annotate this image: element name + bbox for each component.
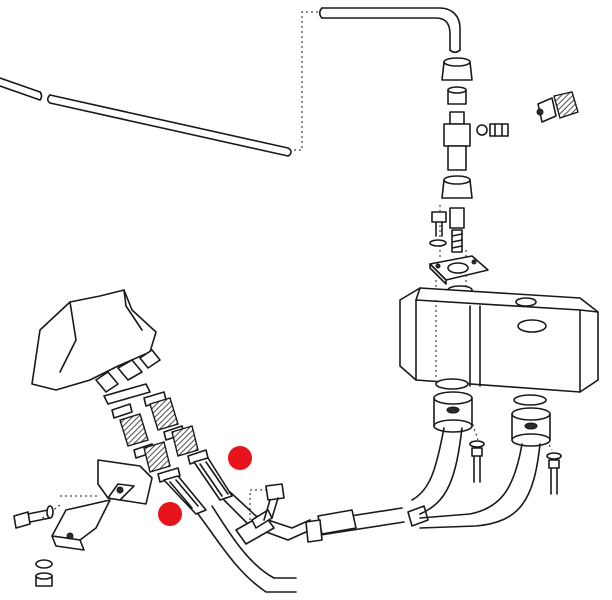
fuel-rail-pipes [197,491,311,593]
connecting-hose [305,507,405,543]
tank-outlet-pipes [407,427,541,529]
pump-flange [429,255,489,295]
pressure-sensor [536,91,579,123]
mounting-bracket [51,459,153,551]
mount-bolt-right [546,452,562,495]
tank-mount-left [433,378,473,433]
callout-marker-1[interactable] [228,446,252,470]
return-hose-upper [0,77,292,157]
callout-marker-2[interactable] [158,502,182,526]
tank-mount-right [511,394,551,447]
injector-assembly [103,383,233,515]
upper-fuel-hose [318,7,461,54]
side-bolt [476,123,509,137]
bracket-nut [35,559,53,587]
mount-bolt-left [469,440,485,483]
rail-bolt [263,483,285,521]
flange-screw [429,211,447,247]
engine-head [31,289,161,393]
bracket-screw [13,505,54,529]
fuel-tank [399,287,599,393]
fitting-stack [441,57,473,253]
